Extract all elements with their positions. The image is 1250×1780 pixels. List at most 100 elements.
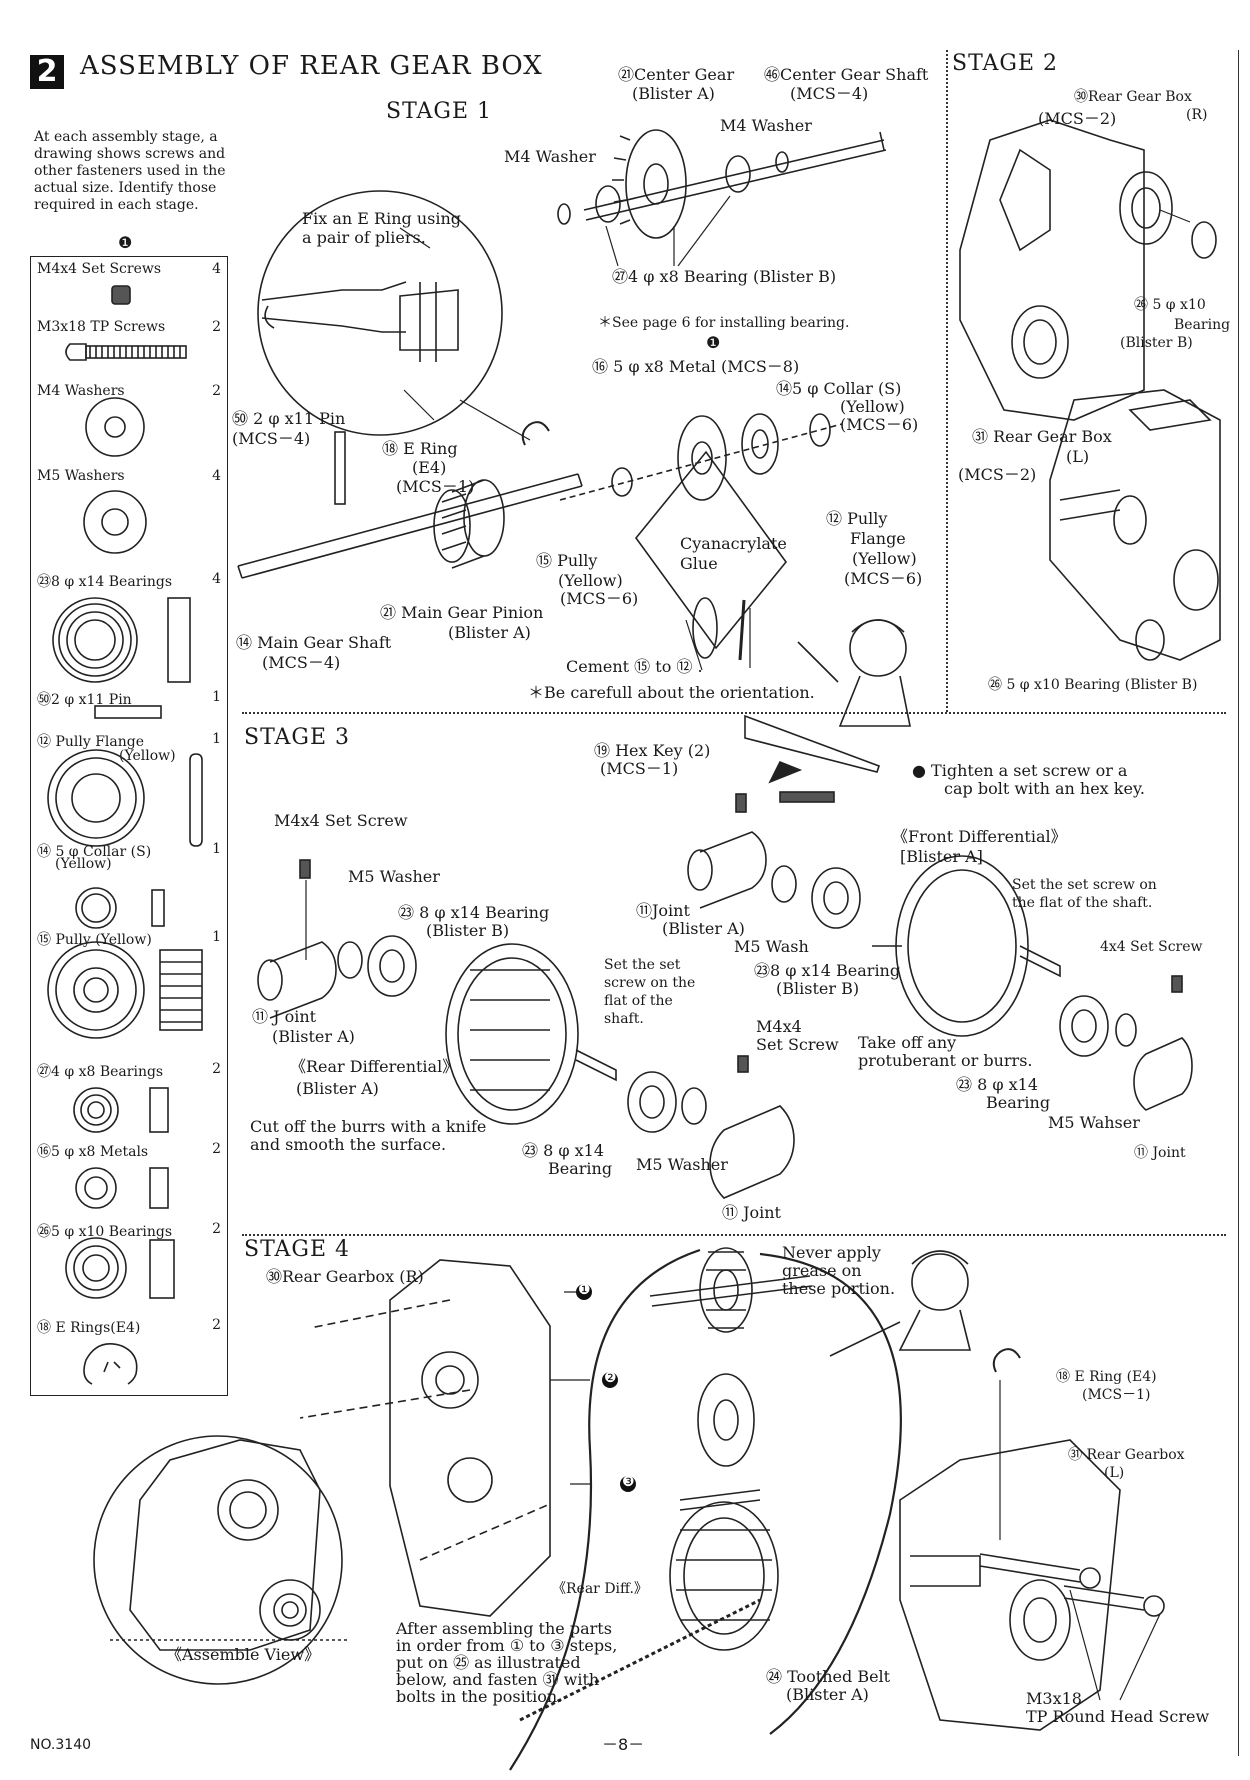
label-e-ring-e4: (E4) [412, 458, 447, 477]
shaft-1 [649, 1275, 813, 1307]
label-center-gear-shaft: ㊻Center Gear Shaft [764, 65, 929, 84]
assemble-view-drawing [129, 1439, 321, 1651]
label-collar-5: ⑭5 φ Collar (S) [776, 379, 902, 398]
label-main-gear-shaft-m: (MCS－4) [262, 653, 341, 672]
hex-key-drawing [744, 714, 881, 773]
glue-panel [634, 450, 788, 650]
intro-line: other fasteners used in the [34, 163, 226, 179]
label-bearing-bottom: ㉖ 5 φ x10 Bearing (Blister B) [988, 677, 1198, 693]
center-gear-shaft [583, 131, 887, 221]
label-rear-gearbox-l: ㉛ Rear Gearbox [1068, 1447, 1185, 1463]
label-bearing-8x14-b-sub: (Blister B) [776, 979, 860, 998]
label-main-gear-pinion: ㉑ Main Gear Pinion [380, 603, 544, 622]
pully-flange-drawing [47, 749, 203, 847]
stage1-title: STAGE 1 [386, 99, 493, 124]
main-gear-pinion [433, 479, 505, 569]
parts-item-label: ⑯5 φ x8 Metals [37, 1144, 149, 1160]
assemble-view-callout [93, 1435, 343, 1685]
label-never-2: grease on [782, 1261, 862, 1280]
label-cement: Cement ⑮ to ⑫ . [566, 657, 703, 676]
label-marker-stage1: ❶ [706, 333, 721, 352]
label-joint-a: ⑪Joint [636, 901, 690, 920]
label-rear-gear-box-r-m: (MCS－2) [1038, 109, 1117, 128]
parts-item-label: M4 Washers [37, 383, 125, 399]
bearing-rear-b [627, 1071, 677, 1133]
label-take-off-1: Take off any [858, 1033, 957, 1052]
joint-rear-b [709, 1105, 795, 1199]
parts-item-label: ⑮ Pully (Yellow) [37, 932, 152, 948]
bearing-stage1-a [595, 185, 621, 223]
parts-list-panel: M4x4 Set Screws 4 M3x18 TP Screws 2 M4 W… [30, 256, 228, 1396]
label-never-3: these portion. [782, 1279, 896, 1298]
label-after-3: put on ㉕ as illustrated [396, 1653, 581, 1672]
parts-item-count: 1 [212, 731, 221, 747]
bearing-8x14-drawing [52, 597, 191, 683]
parts-marker: ❶ [118, 233, 133, 252]
mascot-boy-stage1 [797, 619, 911, 727]
step-marker-3: ❸ [622, 1474, 635, 1490]
pliers-callout [257, 190, 503, 436]
main-gear-shaft [237, 473, 583, 579]
parts-item-label: ⑭ 5 φ Collar (S) [37, 844, 152, 860]
label-pully-flange-c: (Yellow) [852, 549, 917, 568]
e-ring-drawing [83, 1343, 138, 1385]
label-metal-5x8: ⑯ 5 φ x8 Metal (MCS－8) [592, 357, 800, 376]
washer-front-b [1115, 1013, 1137, 1047]
collar-drawing [75, 887, 165, 929]
intro-line: drawing shows screws and [34, 146, 226, 162]
center-gear [612, 129, 687, 239]
label-m3x18-sub: TP Round Head Screw [1026, 1707, 1210, 1726]
washer-stage1-b [775, 151, 789, 173]
rear-gear-box-l [1049, 389, 1221, 661]
label-glue-2: Glue [680, 554, 718, 573]
label-set-flat-2: the flat of the shaft. [1012, 895, 1153, 911]
parts-item-label: M5 Washers [37, 468, 125, 484]
rear-gearbox-r-stage4 [389, 1259, 551, 1617]
washer-front [771, 865, 797, 903]
label-rear-gearbox-r: ㉚Rear Gearbox (R) [266, 1267, 424, 1286]
label-center-gear: ㉑Center Gear [618, 65, 735, 84]
label-pully-flange-2: Flange [850, 529, 906, 548]
stage4-title: STAGE 4 [244, 1237, 351, 1262]
label-bearing-8x14-d-sub: Bearing [548, 1159, 613, 1178]
label-rear-diff: 《Rear Differential》 [290, 1057, 459, 1076]
label-tighten-1: ● Tighten a set screw or a [912, 761, 1128, 780]
label-joint-a-sub: (Blister A) [662, 919, 745, 938]
parts-item-label: ㉖5 φ x10 Bearings [37, 1224, 173, 1240]
parts-item-label: ㉓8 φ x14 Bearings [37, 574, 173, 590]
parts-item-label: ⑱ E Rings(E4) [37, 1320, 141, 1336]
bearing-4x8-drawing [73, 1087, 169, 1133]
doc-number: NO.3140 [30, 1737, 92, 1753]
label-rear-gear-box-r: ㉚Rear Gear Box [1074, 89, 1192, 105]
intro-line: At each assembly stage, a [34, 129, 218, 145]
pully-drawing [47, 941, 203, 1039]
pin-drawing [94, 705, 162, 719]
label-hex-key-m: (MCS－1) [600, 759, 679, 778]
label-set-screw-2: screw on the [604, 975, 696, 991]
label-careful: ＊Be carefull about the orientation. [528, 683, 815, 702]
label-tighten-2: cap bolt with an hex key. [944, 779, 1145, 798]
parts-item-count: 2 [212, 1061, 221, 1077]
label-joint-b: ⑪ J oint [252, 1007, 317, 1026]
label-bearing-5x10: ㉖ 5 φ x10 [1134, 297, 1206, 313]
parts-item-count: 2 [212, 383, 221, 399]
stage-divider-vertical [946, 50, 948, 712]
label-center-gear-shaft-sub: (MCS－4) [790, 84, 869, 103]
bearing-stage1-b [725, 155, 751, 193]
parts-item-label: M4x4 Set Screws [37, 261, 162, 277]
parts-item-count: 2 [212, 1141, 221, 1157]
rear-gear-box-r [959, 119, 1173, 421]
label-joint-d: ⑪ Joint [722, 1203, 781, 1222]
label-front-diff-sub: [Blister A] [900, 847, 983, 866]
label-pully-c: (Yellow) [558, 571, 623, 590]
stage2-title: STAGE 2 [952, 51, 1059, 76]
bearing-stage2-b [1135, 619, 1165, 661]
joint-front [687, 793, 767, 909]
tp-screw-drawing [65, 343, 187, 361]
stage-divider-1 [242, 712, 1226, 714]
toothed-belt [509, 1248, 902, 1771]
parts-item-label: ㉗4 φ x8 Bearings [37, 1064, 164, 1080]
label-hex-key: ⑲ Hex Key (2) [594, 741, 711, 760]
parts-item-count: 1 [212, 841, 221, 857]
